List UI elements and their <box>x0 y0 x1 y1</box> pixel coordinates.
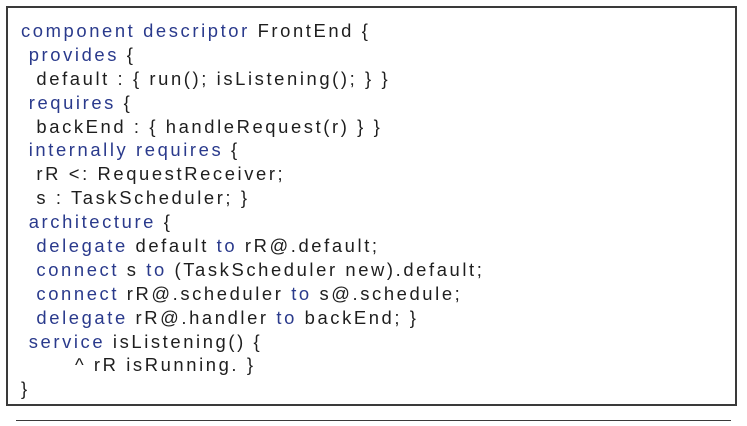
code-line: service isListening() { <box>21 330 484 354</box>
code-text <box>21 139 29 160</box>
code-line: architecture { <box>21 210 484 234</box>
code-keyword: connect <box>36 258 120 280</box>
code-line: component descriptor FrontEnd { <box>21 19 484 43</box>
code-line: provides { <box>21 43 484 67</box>
separator-rule <box>16 420 731 421</box>
code-keyword: service <box>28 330 106 352</box>
code-text <box>21 259 36 280</box>
code-keyword: provides <box>28 43 120 65</box>
code-line: } <box>21 377 484 401</box>
code-text <box>21 211 29 232</box>
code-line: requires { <box>21 91 484 115</box>
code-keyword: to <box>216 235 238 257</box>
code-text <box>21 307 36 328</box>
code-text <box>21 92 29 113</box>
code-text: rR@.handler <box>127 306 277 328</box>
code-keyword: component descriptor <box>21 20 250 41</box>
code-keyword: architecture <box>28 211 157 233</box>
code-text: rR <: RequestReceiver; <box>21 163 286 185</box>
code-text: rR@.default; <box>237 235 380 257</box>
code-listing: component descriptor FrontEnd { provides… <box>21 19 484 401</box>
code-text: { <box>119 43 136 65</box>
code-text: backEnd; } <box>296 306 419 328</box>
code-keyword: internally requires <box>28 139 224 161</box>
code-text: } <box>21 378 30 400</box>
code-line: delegate rR@.handler to backEnd; } <box>21 306 484 330</box>
code-text: default : { run(); isListening(); } } <box>21 67 391 89</box>
code-text: (TaskScheduler new).default; <box>166 258 485 280</box>
code-text: rR@.scheduler <box>119 282 292 304</box>
code-listing-frame: component descriptor FrontEnd { provides… <box>6 6 737 406</box>
code-text: s <box>119 258 147 280</box>
code-line: default : { run(); isListening(); } } <box>21 67 484 91</box>
code-keyword: delegate <box>36 235 128 257</box>
code-line: connect rR@.scheduler to s@.schedule; <box>21 282 484 306</box>
code-text: ^ rR isRunning. } <box>21 354 256 376</box>
code-keyword: delegate <box>36 306 128 328</box>
code-keyword: to <box>276 306 297 328</box>
code-line: backEnd : { handleRequest(r) } } <box>21 115 484 139</box>
code-text: s@.schedule; <box>311 282 463 304</box>
code-line: internally requires { <box>21 138 484 162</box>
code-line: connect s to (TaskScheduler new).default… <box>21 258 484 282</box>
code-text: backEnd : { handleRequest(r) } } <box>21 115 383 137</box>
code-text: { <box>223 139 240 161</box>
code-text <box>21 331 29 352</box>
code-keyword: connect <box>36 282 120 304</box>
code-text: { <box>156 211 173 233</box>
code-keyword: to <box>291 282 312 304</box>
code-text: default <box>127 235 217 257</box>
code-line: ^ rR isRunning. } <box>21 353 484 377</box>
code-keyword: to <box>146 258 167 280</box>
code-text <box>21 235 36 256</box>
code-text: FrontEnd { <box>249 20 371 41</box>
code-line: rR <: RequestReceiver; <box>21 162 484 186</box>
code-line: delegate default to rR@.default; <box>21 234 484 258</box>
code-text <box>21 283 36 304</box>
code-text: s : TaskScheduler; } <box>21 187 250 209</box>
code-text <box>21 44 29 65</box>
code-keyword: requires <box>28 91 116 113</box>
code-line: s : TaskScheduler; } <box>21 186 484 210</box>
code-text: isListening() { <box>105 330 263 352</box>
code-text: { <box>115 91 133 113</box>
